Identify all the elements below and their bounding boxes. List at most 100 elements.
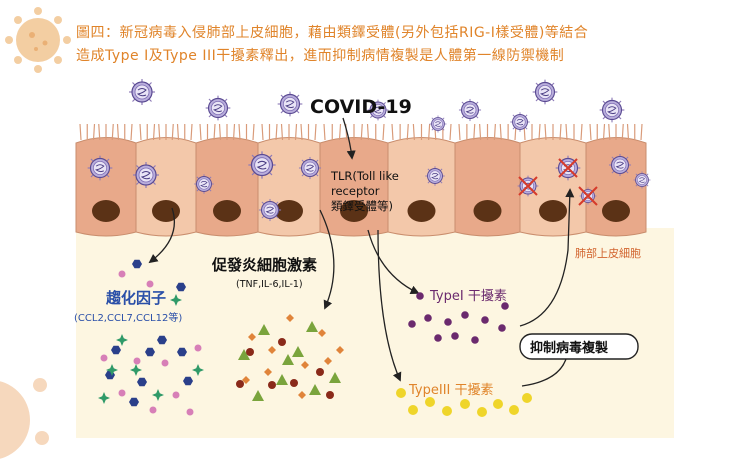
cytokine-triangle [238,349,250,360]
cytokine-diamond [286,314,294,322]
cilium [626,123,630,141]
chemokine-dot [118,389,126,397]
cilium [565,123,568,141]
type3-interferon-dots [396,388,532,417]
cilium [602,123,606,141]
cilium [116,123,120,141]
cytokine-dot [316,368,324,376]
cytokine-diamond [318,329,326,337]
cytokine-triangle [306,321,318,332]
type3-dot [425,397,435,407]
type1-dot [416,292,424,300]
cytokine-triangle [329,372,341,383]
virus-icon [205,95,231,121]
chemokine-star [192,364,204,376]
cilium [261,123,264,141]
cytokine-triangle [252,390,264,401]
epithelial-cell [135,123,197,237]
cilium [382,123,385,141]
chemokine-star [130,364,142,376]
cilium [92,123,96,141]
cytokine-diamond [324,357,332,365]
cilium [479,123,482,141]
cytokine-triangle [276,374,288,385]
cytokine-molecules [236,314,344,401]
cilium [544,123,547,141]
type1-dot [424,314,432,322]
chemokine-hexagon [157,335,167,345]
epithelial-cell-layer [75,123,647,237]
epithelial-cell [195,123,259,237]
cytokine-diamond [301,361,309,369]
nucleus [152,200,180,222]
arrow-to-type1 [367,229,420,294]
type3-dot [477,407,487,417]
cilium [238,123,241,141]
chemokine-hexagon [132,259,142,269]
type3-dot [493,399,503,409]
virus-icon [87,155,113,181]
chemokine-dot [194,344,202,352]
type1-dot [444,318,452,326]
virus-icon [258,198,282,222]
chemokine-dot [186,408,194,416]
type3-dot [396,388,406,398]
chemokine-star [152,389,164,401]
type1-interferon-dots [408,292,509,344]
chemokine-dot [161,359,169,367]
cytokine-diamond [264,368,272,376]
virus-particles [87,78,651,222]
chemokine-hexagon [176,282,186,292]
arrow-to-type3 [377,229,402,382]
chemokine-dot [133,357,141,365]
arrow-to-chemokines [148,207,176,264]
cytokine-triangle [282,354,294,365]
cross-stroke [578,186,598,206]
cilium [252,123,255,141]
cilium [406,123,409,141]
cytokine-diamond [242,376,250,384]
nucleus [602,200,630,222]
cilium [366,123,370,141]
covid-label: COVID-19 [310,96,412,118]
cytokine-triangle [309,384,321,395]
virus-icon [532,79,558,105]
epithelial-cell [387,123,456,237]
cilium [79,123,82,141]
chemokine-hexagon [183,376,193,386]
cilium [493,123,496,141]
virus-icon [608,153,632,177]
cytokine-dot [236,380,244,388]
virus-icon [298,156,322,180]
cytokine-dot [268,381,276,389]
cilium [538,123,541,141]
virus-icon [277,91,303,117]
cilium [190,123,193,141]
cilium [98,123,101,141]
virus-icon [509,111,531,133]
epithelial-cell [454,123,521,237]
chemokine-star [98,392,110,404]
virus-icon [193,173,215,195]
cilium [640,123,643,141]
chemokine-molecules [98,259,204,416]
cross-stroke [558,158,578,178]
cytokine-diamond [268,346,276,354]
type1-dot [471,336,479,344]
virus-icon [458,98,482,122]
caption-line-2: 造成Type I及Type III干擾素釋出，進而抑制病情複製是人體第一線防禦機… [76,48,565,64]
cilium [294,123,298,141]
cilium [152,123,156,141]
cilium [428,123,431,141]
cilium [589,123,592,141]
cilium [139,123,142,141]
type3-dot [408,405,418,415]
type3-dot [442,406,452,416]
epithelial-cell [319,123,389,237]
chemokine-dot [172,391,180,399]
cross-stroke [518,176,538,196]
blocked-cross-icon [518,176,538,196]
cilium [275,123,278,141]
chemokine-star [116,334,128,346]
